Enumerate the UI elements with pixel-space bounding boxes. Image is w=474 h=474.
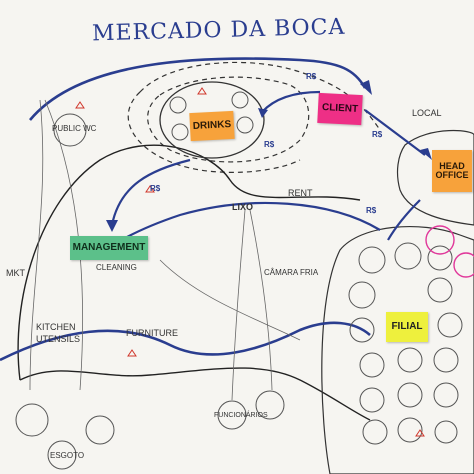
blue-arrowhead-head [420, 148, 432, 160]
client-note: CLIENT [317, 92, 363, 126]
filial-note: FILIAL [386, 312, 428, 342]
lixo-label: LIXO [232, 202, 254, 212]
connector-3 [231, 209, 246, 401]
dashed-boundary-inner [147, 76, 310, 163]
kitchen-label: KITCHEN [36, 322, 76, 332]
rs-label-5: R$ [150, 184, 161, 193]
connector-5 [159, 259, 301, 341]
utensils-label: UTENSILS [36, 334, 81, 344]
management-note: MANAGEMENT [70, 236, 148, 260]
blue-arrowhead-management [106, 220, 118, 232]
black-outline-left [17, 144, 361, 381]
blue-arrowhead-drinks [258, 108, 268, 118]
black-outline-bottom [19, 367, 371, 421]
rs-label-2: R$ [264, 140, 275, 149]
furniture-label: FURNITURE [126, 328, 178, 338]
bottom-circles [15, 113, 285, 470]
filial-circles [348, 242, 463, 445]
blue-arrow-head-to-filial [387, 199, 421, 241]
head-office-region [396, 130, 474, 226]
cleaning-label: CLEANING [96, 263, 137, 272]
blue-arrow-client-to-head [364, 109, 426, 156]
mkt-label: MKT [6, 268, 25, 278]
funcionarios-label: FUNCIONÁRIOS [214, 412, 268, 419]
esgoto-label: ESGOTO [50, 451, 85, 460]
rent-label: RENT [288, 188, 313, 198]
blue-arrow-rent [117, 201, 381, 243]
connector-1 [29, 99, 44, 391]
rs-label-1: R$ [306, 72, 317, 81]
drinks-circle [159, 81, 265, 159]
blue-arrow-bottom [0, 321, 371, 362]
blue-arrow-client-to-drinks [261, 90, 321, 113]
rs-label-3: R$ [372, 130, 383, 139]
warning-marks [75, 87, 425, 437]
drinks-circles [169, 91, 254, 141]
public-wc-label: PUBLIC WC [52, 124, 97, 133]
blue-arrowhead-top [360, 80, 372, 95]
drinks-note: DRINKS [189, 110, 235, 142]
camara-fria-label: CÂMARA FRIA [264, 268, 319, 277]
head-office-note: HEAD OFFICE [432, 150, 472, 192]
local-label: LOCAL [412, 108, 442, 118]
blue-arrow-drinks-to-management [110, 158, 191, 226]
pink-circles [425, 225, 474, 278]
blue-arrow-top [29, 57, 367, 121]
connector-4 [249, 209, 273, 391]
rs-label-4: R$ [366, 206, 377, 215]
